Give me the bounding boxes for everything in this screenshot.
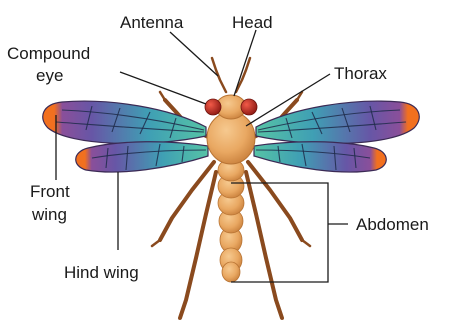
compound-eye-leader: [120, 72, 206, 104]
label-antenna: Antenna: [120, 13, 184, 32]
label-head: Head: [232, 13, 273, 32]
label-compound-eye-line2: eye: [36, 66, 63, 85]
label-front-wing-line2: wing: [31, 205, 67, 224]
label-hind-wing: Hind wing: [64, 263, 139, 282]
abdomen-bracket: [231, 183, 328, 282]
head-leader: [234, 30, 256, 96]
compound-eye-right: [241, 99, 257, 115]
abdomen-segment: [222, 262, 240, 282]
label-abdomen: Abdomen: [356, 215, 429, 234]
front-wing-right: [256, 101, 419, 143]
label-front-wing-line1: Front: [30, 182, 70, 201]
antenna-leader: [170, 32, 218, 76]
hind-wing-left: [76, 142, 208, 172]
thorax: [207, 112, 255, 164]
compound-eye-left: [205, 99, 221, 115]
front-wing-left: [43, 101, 206, 143]
hind-wing-right: [254, 142, 386, 172]
label-thorax: Thorax: [334, 64, 387, 83]
label-compound-eye-line1: Compound: [7, 44, 90, 63]
